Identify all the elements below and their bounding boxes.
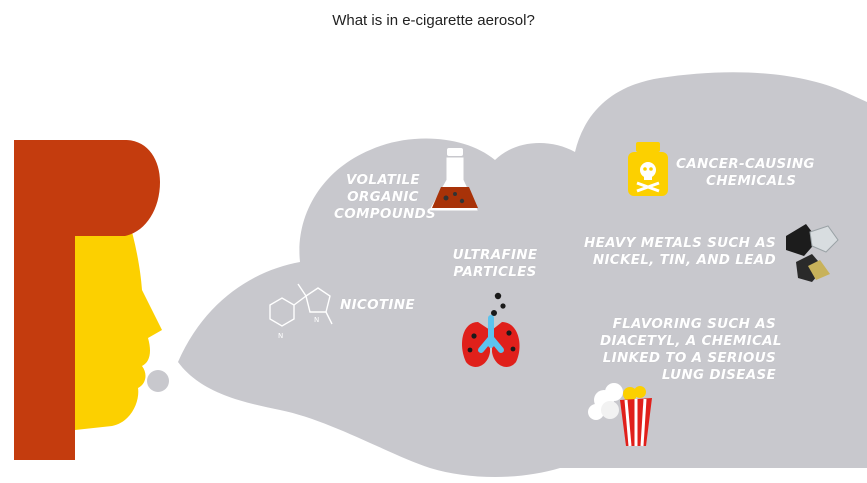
label-line: Cancer-Causing (676, 156, 815, 172)
face-profile (75, 195, 162, 430)
label-line: Chemicals (706, 173, 797, 189)
person-head (14, 140, 162, 460)
page-title: What is in e-cigarette aerosol? (332, 12, 535, 29)
label-line: Particles (453, 264, 537, 280)
label-volatile-organic-compounds: Volatile Organic Compounds (334, 172, 437, 223)
aerosol-cloud (147, 72, 867, 478)
label-nicotine: Nicotine (340, 297, 415, 314)
label-ultrafine-particles: Ultrafine Particles (450, 247, 540, 281)
hair-head (14, 140, 160, 460)
poison-bottle-icon (628, 142, 668, 196)
label-line: Flavoring such as (612, 316, 776, 332)
label-cancer-causing-chemicals: Cancer-Causing Chemicals (676, 156, 815, 190)
svg-text:N: N (314, 316, 319, 324)
label-heavy-metals: Heavy Metals such as Nickel, Tin, and Le… (580, 235, 776, 269)
label-line: Volatile (346, 172, 420, 188)
label-flavoring: Flavoring such as Diacetyl, a chemical l… (600, 316, 782, 384)
flask-icon (429, 148, 478, 211)
metal-rocks-icon (786, 224, 839, 282)
label-line: Nickel, Tin, and Lead (592, 252, 776, 268)
label-line: Organic (347, 189, 419, 205)
label-line: lung disease (661, 367, 776, 383)
label-line: Nicotine (340, 297, 415, 313)
label-line: Heavy Metals such as (583, 235, 776, 251)
lungs-icon (462, 292, 520, 367)
popcorn-icon (588, 383, 652, 447)
svg-text:N: N (278, 332, 283, 340)
nicotine-molecule-icon: N N (269, 283, 333, 340)
label-line: linked to a serious (602, 350, 776, 366)
label-line: Compounds (334, 206, 437, 222)
label-line: Diacetyl, a chemical (600, 333, 782, 349)
label-line: Ultrafine (452, 247, 538, 263)
